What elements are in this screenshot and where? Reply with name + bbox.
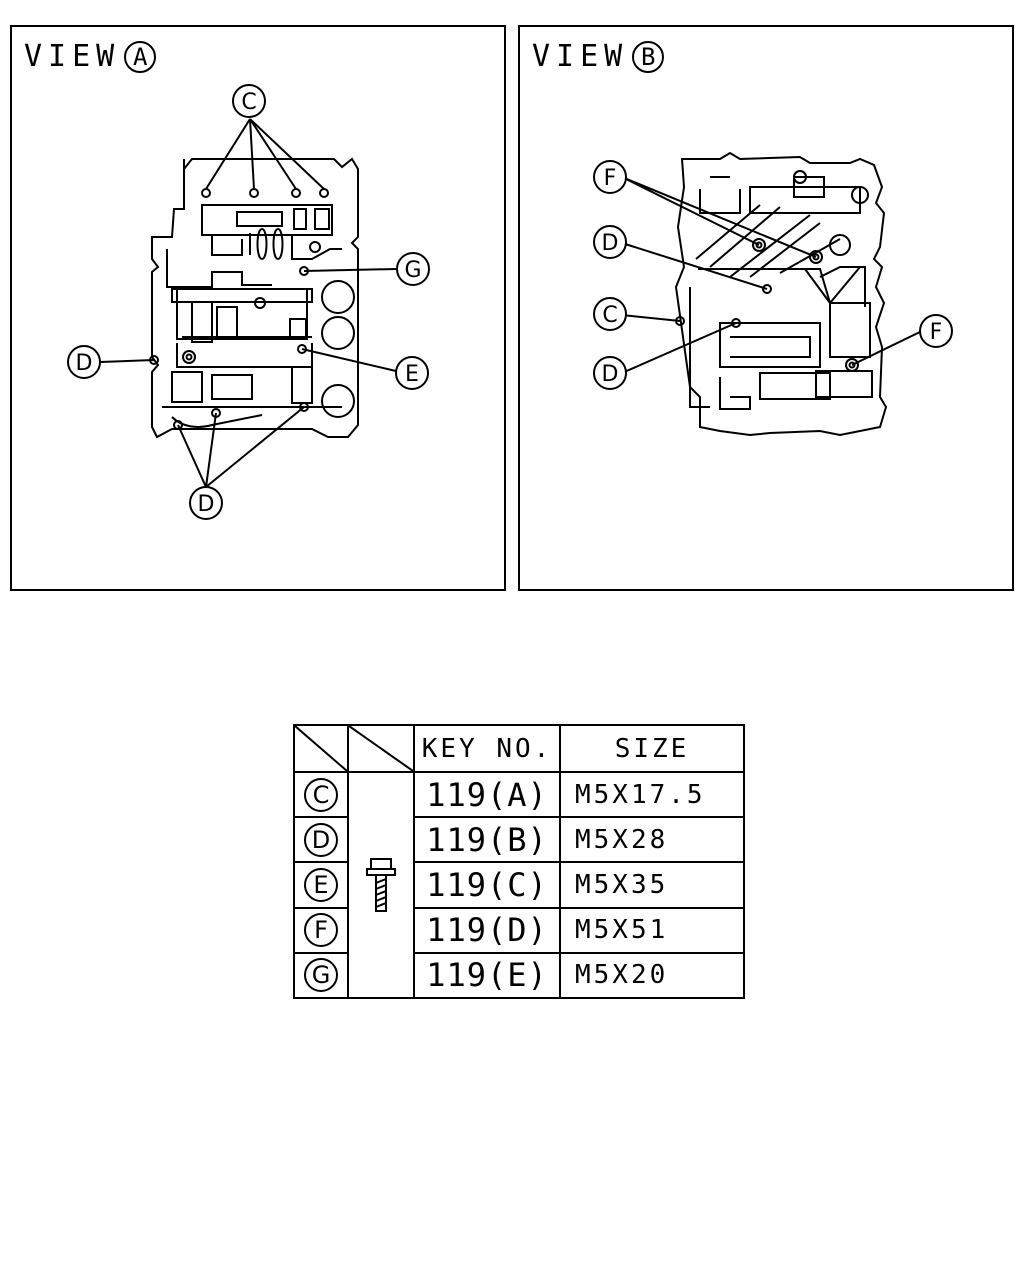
view-b-title: VIEW B: [532, 39, 665, 75]
row-key-cell: 119(D): [413, 906, 561, 954]
callout-d-label: D: [76, 351, 93, 376]
row-key-cell: 119(A): [413, 770, 561, 819]
row-code-cell: E: [293, 861, 349, 909]
header-diagonal-cell: [347, 724, 415, 773]
callout-c-label: C: [602, 303, 617, 328]
callout-f-label: F: [604, 166, 617, 191]
view-b-callout-f-top: F: [593, 160, 627, 194]
valve-body-outline: [674, 151, 888, 437]
row-size-cell: M5X35: [559, 861, 745, 909]
table-row: E 119(C) M5X35: [293, 861, 745, 909]
table-header-row: KEY NO. SIZE: [293, 724, 745, 773]
bolt-icon-cell: [347, 771, 415, 999]
view-a-callout-g: G: [396, 252, 430, 286]
row-code-cell: F: [293, 906, 349, 954]
table-row: C 119(A) M5X17.5: [293, 770, 745, 999]
view-a-callout-e: E: [395, 356, 429, 390]
code-circle: D: [304, 822, 338, 857]
callout-d-label: D: [602, 362, 619, 387]
view-a-callout-d-bottom: D: [189, 486, 223, 520]
table-row: F 119(D) M5X51: [293, 906, 745, 954]
row-size-cell: M5X17.5: [559, 770, 745, 819]
row-key-cell: 119(C): [413, 861, 561, 909]
view-a-drawing: C G D E D: [67, 84, 430, 520]
view-a-title: VIEW A: [24, 39, 157, 75]
view-b-title-text: VIEW: [532, 39, 629, 74]
header-size: SIZE: [559, 724, 745, 773]
table-row: G 119(E) M5X20: [293, 951, 745, 1000]
row-code-cell: G: [293, 951, 349, 1000]
view-b-callout-d-top: D: [593, 225, 627, 259]
callout-d-label: D: [602, 231, 619, 256]
view-b-callout-d-bottom: D: [593, 356, 627, 390]
view-a-callout-c: C: [232, 84, 266, 118]
view-b-drawing: F D C D F: [593, 151, 953, 437]
header-diagonal-cell: [293, 724, 349, 773]
callout-e-label: E: [405, 362, 419, 387]
header-key-no: KEY NO.: [413, 724, 561, 773]
upper-block: [201, 204, 333, 236]
callout-c-label: C: [241, 90, 256, 115]
row-code-cell: D: [293, 816, 349, 864]
row-key-cell: 119(E): [413, 951, 561, 1000]
row-key-cell: 119(B): [413, 816, 561, 864]
code-circle: E: [304, 867, 338, 902]
bolt-icon: [366, 858, 396, 912]
table-row: D 119(B) M5X28: [293, 816, 745, 864]
view-a-callout-d-left: D: [67, 345, 101, 379]
callout-f-label: F: [930, 320, 943, 345]
row-size-cell: M5X28: [559, 816, 745, 864]
callout-d-label: D: [198, 492, 215, 517]
code-circle: C: [304, 777, 338, 812]
row-size-cell: M5X20: [559, 951, 745, 1000]
code-circle: F: [304, 913, 338, 948]
view-b-callout-c: C: [593, 297, 627, 331]
valve-body-outline: [151, 157, 359, 439]
view-b-callout-f-right: F: [919, 314, 953, 348]
row-code-cell: C: [293, 770, 349, 819]
view-a-panel: VIEW A: [10, 25, 506, 591]
code-circle: G: [304, 958, 338, 993]
view-a-letter: A: [124, 41, 157, 73]
callout-g-label: G: [404, 258, 421, 283]
row-size-cell: M5X51: [559, 906, 745, 954]
bolt-spec-table: KEY NO. SIZE C 119(A) M5X17.5 D 119(B) M…: [293, 724, 745, 1000]
view-a-title-text: VIEW: [24, 39, 121, 74]
view-b-panel: VIEW B: [518, 25, 1014, 591]
view-b-letter: B: [632, 41, 665, 73]
